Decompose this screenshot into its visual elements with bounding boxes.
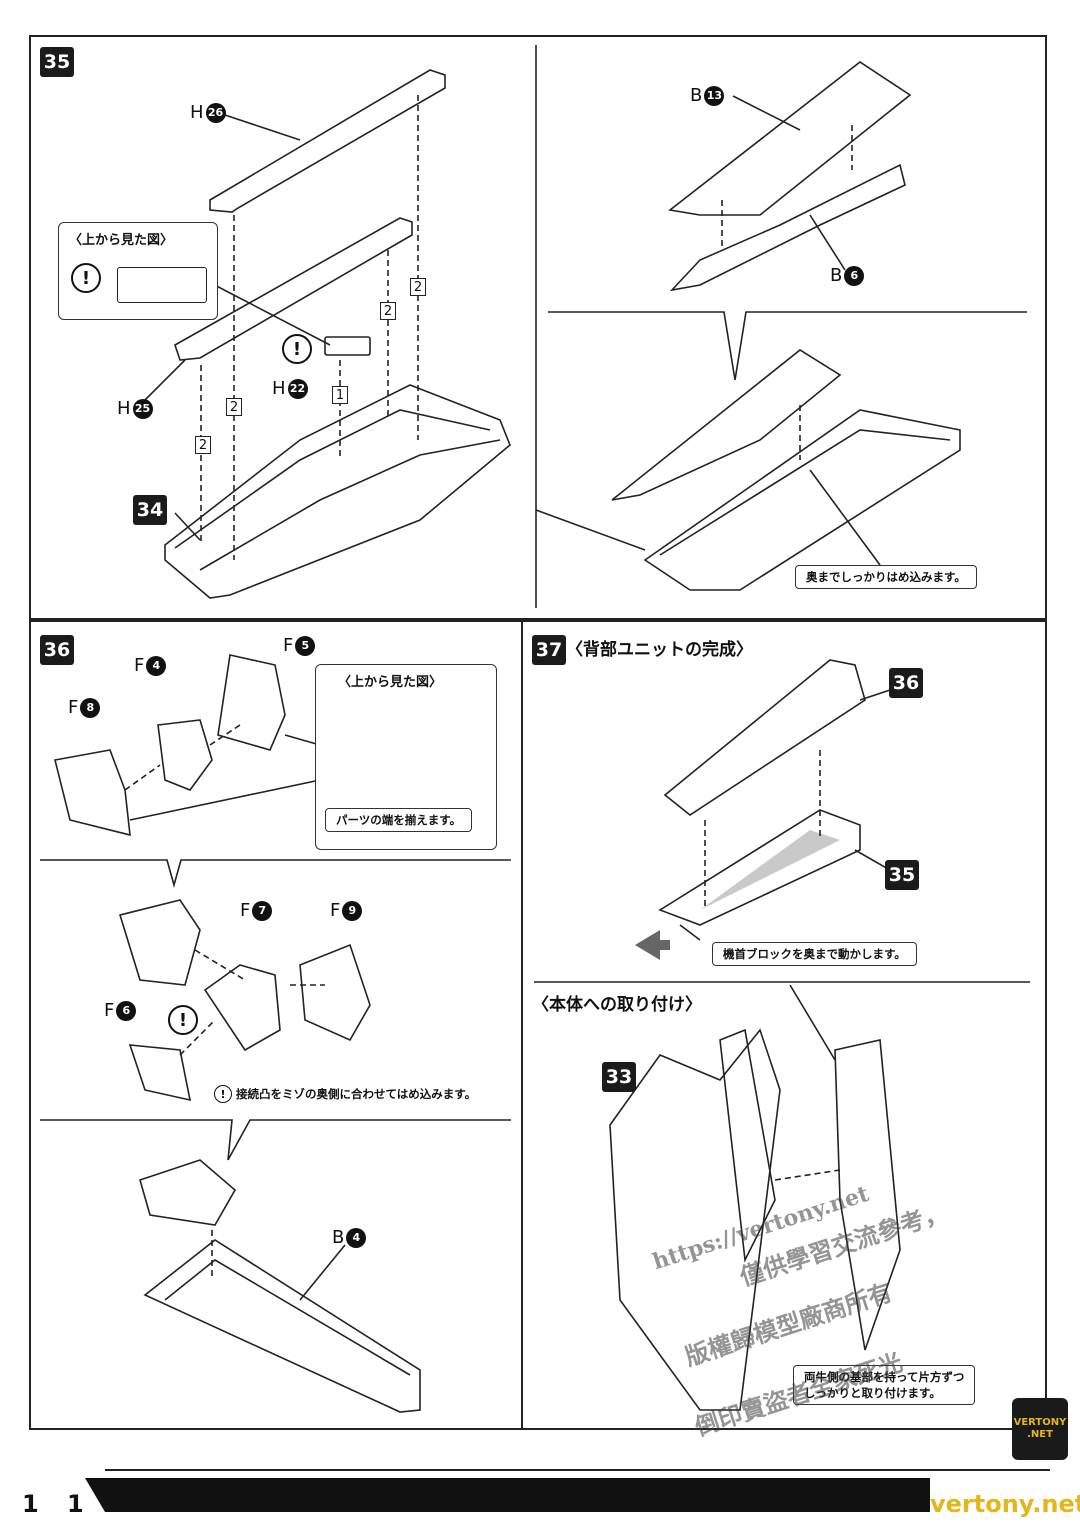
order-mark: 1 — [332, 386, 348, 404]
part-letter: F — [283, 635, 294, 656]
order-mark: 2 — [195, 436, 211, 454]
part-letter: H — [190, 102, 204, 123]
site-badge: VERTONY .NET — [1012, 1398, 1068, 1460]
note-press-fit: 奥までしっかりはめ込みます。 — [795, 565, 977, 589]
sub-assembly-ref-33: 33 — [602, 1062, 636, 1092]
part-number: 7 — [252, 900, 273, 921]
note-align-edges: パーツの端を揃えます。 — [325, 808, 473, 832]
sub-assembly-ref-36: 36 — [889, 668, 923, 698]
watermark-bottom: vertony.net — [930, 1490, 1080, 1518]
part-letter: F — [330, 900, 341, 921]
step-number-37: 37 — [532, 635, 566, 665]
step-number-36: 36 — [40, 635, 74, 665]
top-view-title: 〈上から見た図〉 — [69, 233, 174, 248]
note-attach: 両牛側の基部を持って片方ずつ しっかりと取り付けます。 — [793, 1365, 976, 1406]
badge-bottom: .NET — [1027, 1429, 1053, 1440]
sub-assembly-ref-35: 35 — [885, 860, 919, 890]
part-label-h25: H 25 — [117, 398, 153, 419]
order-mark: 2 — [380, 302, 396, 320]
note-attach-line-1: 両牛側の基部を持って片方ずつ — [804, 1370, 965, 1384]
part-number: 5 — [295, 635, 316, 656]
order-mark: 2 — [226, 398, 242, 416]
part-letter: H — [117, 398, 131, 419]
connect-note-row: ! 接続凸をミゾの奥側に合わせてはめ込みます。 — [214, 1085, 476, 1103]
attach-title: 〈本体への取り付け〉 — [532, 995, 702, 1015]
part-letter: B — [830, 265, 843, 286]
part-number: 6 — [844, 265, 865, 286]
note-attach-line-2: しっかりと取り付けます。 — [804, 1386, 941, 1401]
step-37-title: 〈背部ユニットの完成〉 — [566, 640, 753, 660]
caution-icon: ! — [214, 1085, 232, 1103]
part-label-f9: F 9 — [330, 900, 363, 921]
part-letter: F — [134, 655, 145, 676]
part-letter: F — [104, 1000, 115, 1021]
part-number: 25 — [132, 398, 153, 419]
part-number: 9 — [342, 900, 363, 921]
panel-step-37 — [521, 620, 1047, 1430]
order-mark: 2 — [410, 278, 426, 296]
part-label-f7: F 7 — [240, 900, 273, 921]
part-number: 4 — [346, 1227, 367, 1248]
caution-icon: ! — [168, 1005, 198, 1035]
note-move-head-block: 機首ブロックを奥まで動かします。 — [712, 942, 917, 966]
caution-icon: ! — [71, 263, 101, 293]
part-letter: H — [272, 378, 286, 399]
caution-icon: ! — [282, 334, 312, 364]
part-label-b6: B 6 — [830, 265, 865, 286]
part-number: 8 — [80, 697, 101, 718]
top-view-title: 〈上から見た図〉 — [338, 675, 443, 690]
part-number: 26 — [205, 102, 226, 123]
part-label-f5: F 5 — [283, 635, 316, 656]
part-label-f6: F 6 — [104, 1000, 137, 1021]
note-connect: 接続凸をミゾの奥側に合わせてはめ込みます。 — [236, 1087, 477, 1101]
badge-top: VERTONY — [1013, 1417, 1067, 1428]
part-letter: B — [332, 1227, 345, 1248]
part-label-h22: H 22 — [272, 378, 308, 399]
page-number: 1 1 — [22, 1490, 94, 1518]
part-label-f4: F 4 — [134, 655, 167, 676]
part-label-h26: H 26 — [190, 102, 226, 123]
part-label-b4: B 4 — [332, 1227, 367, 1248]
top-view-part — [117, 267, 207, 303]
part-label-f8: F 8 — [68, 697, 101, 718]
step-number-35: 35 — [40, 47, 74, 77]
sub-assembly-ref-34: 34 — [133, 495, 167, 525]
part-number: 4 — [146, 655, 167, 676]
part-letter: F — [68, 697, 79, 718]
part-number: 13 — [704, 85, 725, 106]
part-letter: F — [240, 900, 251, 921]
part-label-b13: B 13 — [690, 85, 725, 106]
panel-step-35 — [29, 35, 1047, 620]
part-number: 22 — [287, 378, 308, 399]
top-view-box: 〈上から見た図〉 ! — [58, 222, 218, 320]
part-number: 6 — [116, 1000, 137, 1021]
part-letter: B — [690, 85, 703, 106]
